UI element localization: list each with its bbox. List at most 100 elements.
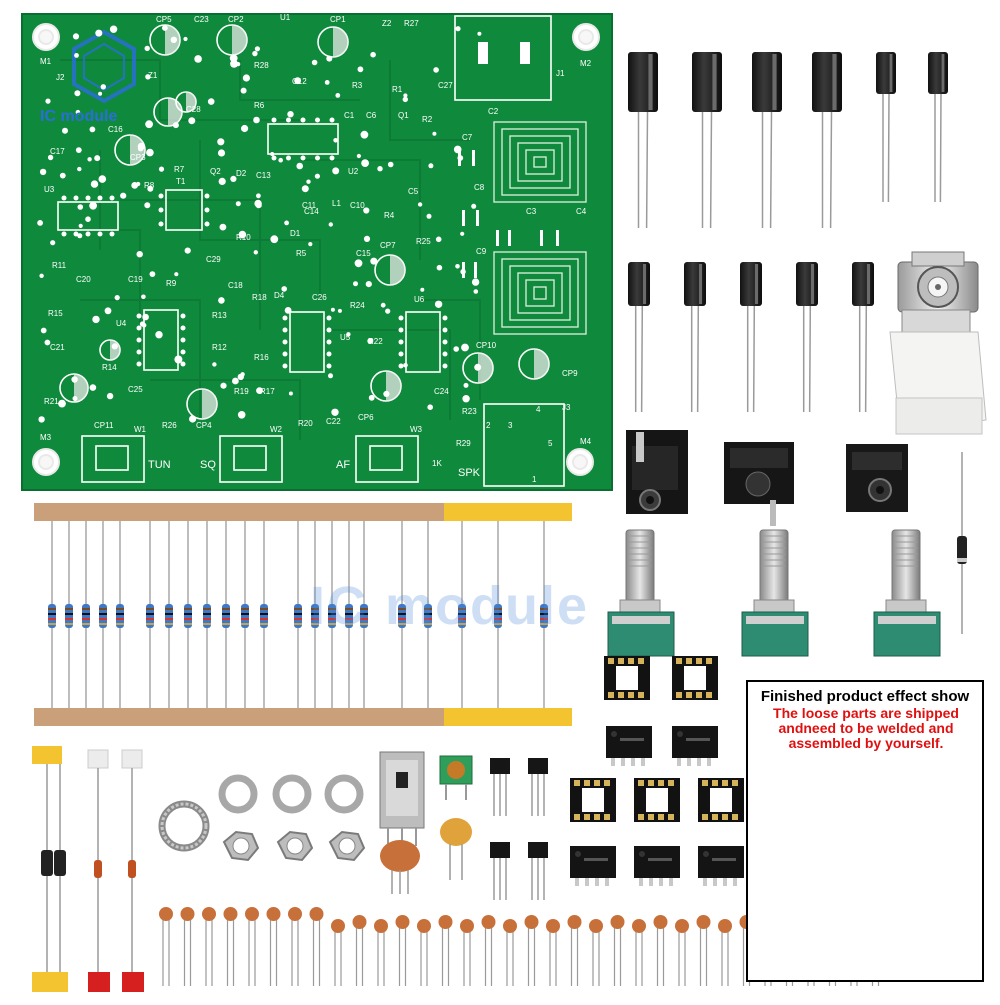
ic-pin-pad (282, 315, 288, 321)
ceramic-disc (503, 919, 517, 933)
resistor-band (82, 623, 90, 625)
ceramic-disc (352, 915, 367, 929)
ic-chip-leg (631, 756, 635, 766)
solder-pad (433, 67, 439, 73)
ic-chip-leg (649, 876, 653, 886)
solder-pad (370, 257, 378, 265)
smd-cap-pad (540, 230, 543, 246)
solder-pad (256, 387, 263, 394)
solder-pad (296, 162, 304, 170)
silkscreen-ref-label: L1 (332, 199, 341, 208)
ceramic-disc (180, 907, 195, 921)
silkscreen-ref-label: R13 (212, 311, 227, 320)
ic-pin-pad (136, 349, 142, 355)
silkscreen-ref-label: Q2 (210, 167, 221, 176)
silkscreen-ref-label: CP3 (130, 153, 146, 162)
silkscreen-ref-label: C18 (228, 281, 243, 290)
solder-pad (477, 31, 482, 36)
solder-pad (453, 346, 460, 352)
solder-pad (460, 231, 465, 236)
pot-footprints (81, 403, 565, 487)
resistor-band (458, 608, 466, 610)
solder-pad (114, 295, 120, 301)
silkscreen-ref-label: R1 (392, 85, 403, 94)
silkscreen-ref-label: C7 (462, 133, 473, 142)
pot-bracket (746, 616, 804, 624)
solder-pad (111, 343, 118, 350)
resistor-band (260, 618, 268, 620)
solder-pad (144, 45, 150, 52)
resistor-band (294, 623, 302, 625)
solder-pad (230, 59, 239, 68)
silkscreen-ref-label: T1 (176, 177, 186, 186)
resistor-band (99, 623, 107, 625)
ic-pin-pad (73, 195, 79, 201)
silkscreen-ref-label: R10 (236, 233, 251, 242)
ic-chip-body (672, 726, 718, 758)
resistor-band (65, 623, 73, 625)
solder-pad (98, 175, 107, 183)
silkscreen-ref-label: R22 (368, 337, 383, 346)
j1-pad (520, 42, 530, 64)
pcb-trace (150, 379, 301, 440)
solder-pad (254, 46, 260, 52)
silkscreen-ref-label: R25 (416, 237, 431, 246)
resistor-band (328, 613, 336, 615)
solder-pad (47, 154, 54, 161)
solder-pad (238, 230, 247, 239)
solder-pad (220, 382, 227, 389)
ic-chip-leg (641, 756, 645, 766)
silkscreen-ref-label: R14 (102, 363, 117, 372)
resistor-band (99, 613, 107, 615)
silkscreen-ref-label: R15 (48, 309, 63, 318)
silkscreen-ref-label: M1 (40, 57, 52, 66)
resistor-tape-bottom (444, 708, 490, 726)
capacitor-polarity-mark (478, 353, 493, 383)
ic-footprint-outline (405, 311, 441, 373)
ceramic-disc (524, 915, 539, 929)
solder-pad (120, 192, 127, 199)
silkscreen-ref-label: J3 (562, 403, 571, 412)
capacitor-lead (864, 305, 868, 413)
solder-pad (462, 395, 470, 403)
capacitor-body (684, 262, 706, 306)
smd-cap-pad (508, 230, 511, 246)
capacitor-stripe (754, 264, 759, 304)
silkscreen-ref-label: C2 (488, 107, 499, 116)
resistor-band (203, 618, 211, 620)
silkscreen-ref-label: Q1 (398, 111, 409, 120)
resistor-band (222, 608, 230, 610)
capacitor-stripe (941, 54, 945, 92)
ic-pin-pad (398, 327, 404, 333)
solder-pad (240, 87, 247, 94)
silkscreen-ref-label: W1 (134, 425, 147, 434)
solder-pad (207, 98, 215, 105)
solder-pad (434, 300, 443, 308)
ic-socket-pin (618, 692, 624, 698)
solder-pad (174, 355, 183, 364)
resistor-band (345, 618, 353, 620)
ic-pin-pad (158, 221, 164, 227)
ceramic-disc (374, 919, 388, 933)
ic-chip-marking (648, 858, 672, 861)
solder-pad (357, 66, 364, 73)
solder-pad (94, 155, 101, 162)
capacitor-lead (887, 93, 890, 203)
resistor-tape-top (132, 503, 292, 521)
solder-pad (256, 193, 261, 199)
silkscreen-ref-label: R9 (166, 279, 177, 288)
resistor-band (345, 613, 353, 615)
silkscreen-ref-label: U2 (348, 167, 359, 176)
solder-pad (281, 286, 288, 292)
ic-chip-leg (713, 876, 717, 886)
capacitor-polarity-mark (186, 92, 196, 112)
solder-pad (136, 251, 143, 258)
ic-pin-pad (398, 339, 404, 345)
resistor-tape-top (346, 503, 392, 521)
label-sq: SQ (200, 459, 216, 471)
ceramic-disc (696, 915, 711, 929)
resistor-band (398, 623, 406, 625)
nuts-and-washers (158, 774, 366, 862)
solder-pad (284, 220, 289, 226)
resistor-band (540, 618, 548, 620)
